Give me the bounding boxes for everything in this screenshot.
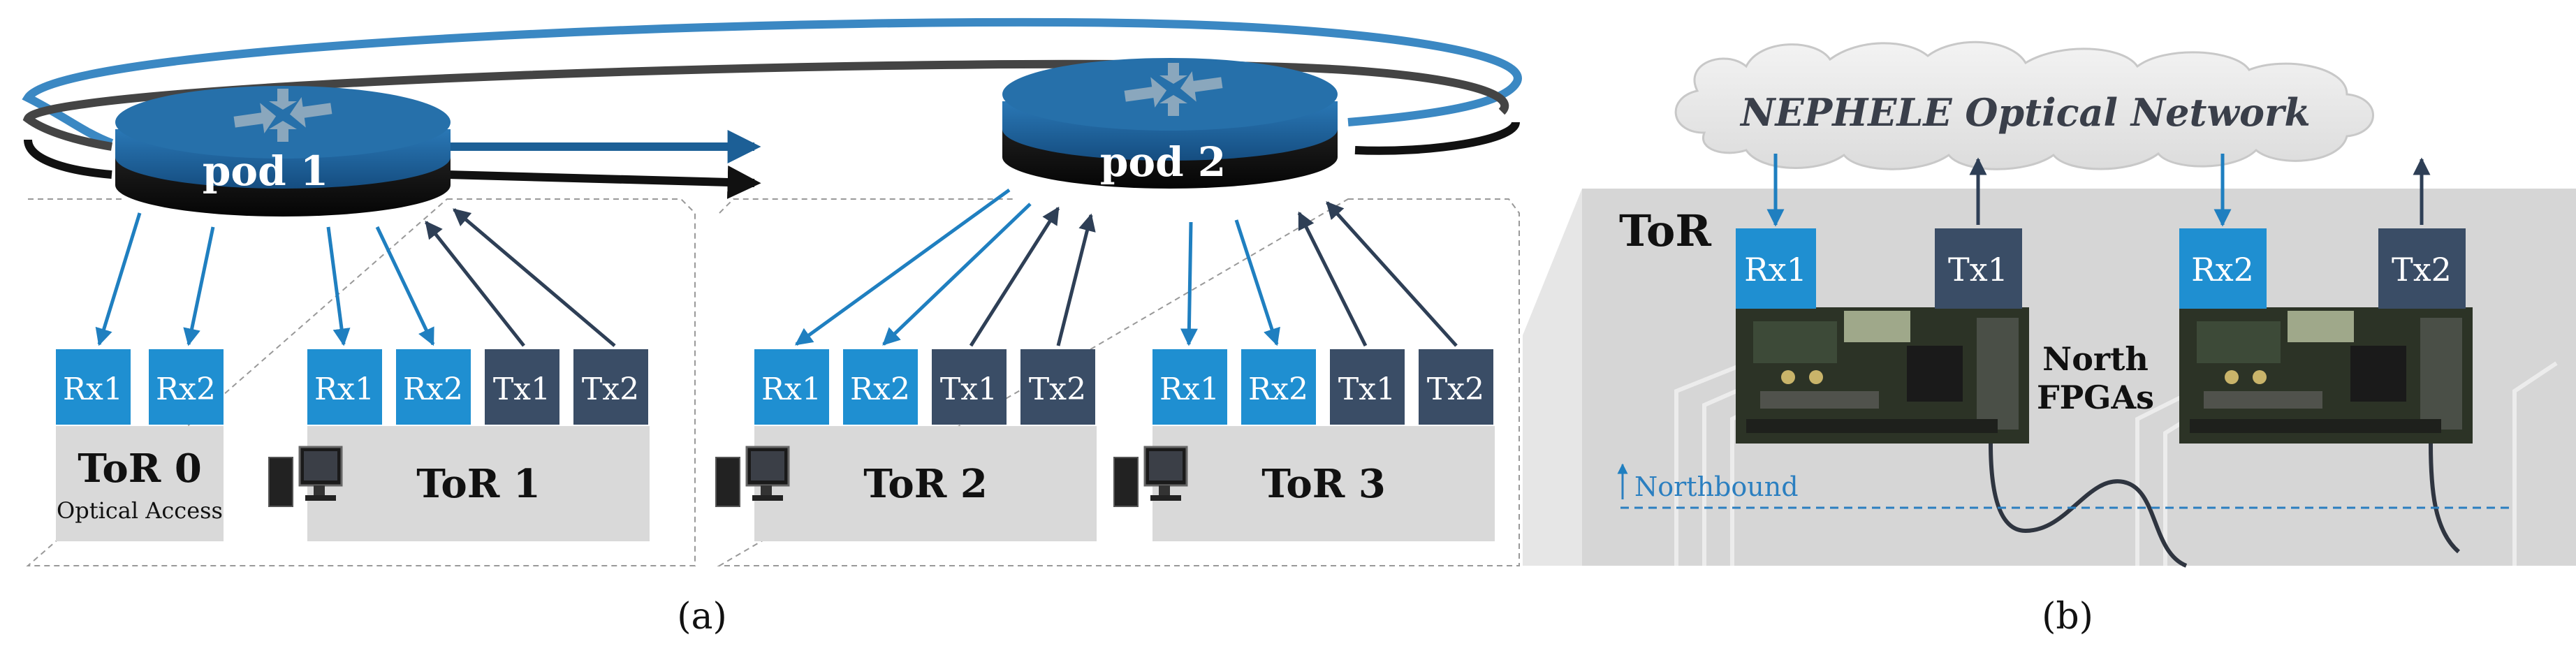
tor2-port-rx1-label: Rx1 [761, 372, 821, 407]
tor2-port-tx2 [1020, 349, 1095, 425]
tor2-port-tx1 [932, 349, 1007, 425]
tor0-port-rx2-label: Rx2 [156, 372, 216, 407]
tor3-port-rx2 [1241, 349, 1316, 425]
link-rx [1234, 219, 1280, 346]
tor0-box [56, 426, 224, 541]
nb-port-tx1 [1935, 228, 2022, 309]
tor3-box [1152, 426, 1495, 541]
link-rx [1180, 221, 1198, 346]
tor1-port-rx2-label: Rx2 [403, 372, 463, 407]
tor1-port-tx2-label: Tx2 [582, 372, 639, 407]
tor1: Rx1 Rx2 Tx1 Tx2 ToR 1 [268, 349, 650, 541]
server-icon [715, 446, 790, 507]
tor3-name: ToR 3 [1261, 461, 1386, 507]
fpga-label-line1: North [2042, 340, 2149, 378]
tor0-name: ToR 0 [78, 446, 202, 492]
link-tx [453, 208, 616, 347]
link-tx [425, 221, 525, 347]
tor3-port-rx1 [1152, 349, 1227, 425]
tor1-port-tx1-label: Tx1 [493, 372, 550, 407]
pod2-switch: pod 2 [1002, 58, 1338, 189]
fpga-board-2 [2179, 307, 2473, 444]
tor3: Rx1 Rx2 Tx1 Tx2 ToR 3 [1113, 349, 1495, 541]
switch-cross-icon [1124, 63, 1223, 116]
fpga-label-line2: FPGAs [2037, 379, 2154, 416]
link-rx [375, 226, 435, 346]
tor1-port-tx2 [573, 349, 648, 425]
cloud-label: NEPHELE Optical Network [1739, 90, 2311, 135]
tor2-name: ToR 2 [863, 461, 988, 507]
pod2-label: pod 2 [1100, 138, 1226, 186]
server-icon [1113, 446, 1188, 507]
link-tx [1326, 201, 1458, 347]
server-icon [268, 446, 343, 507]
link-rx [183, 226, 215, 346]
caption-b: (b) [2042, 596, 2093, 638]
pod1-switch: pod 1 [115, 86, 451, 217]
cloud-icon: NEPHELE Optical Network [1674, 41, 2374, 170]
tor3-port-tx2-label: Tx2 [1427, 372, 1484, 407]
northbound-label: Northbound [1634, 471, 1799, 502]
tor-label: ToR [1619, 205, 1711, 256]
tor1-port-rx2 [396, 349, 471, 425]
link-rx [794, 188, 1011, 346]
nb-port-rx1 [1736, 228, 1816, 309]
ring-arrow-black [446, 165, 761, 199]
cloud-links [1766, 154, 2431, 227]
tor0-port-rx1 [56, 349, 131, 425]
tor1-port-rx1-label: Rx1 [314, 372, 374, 407]
tor2-port-rx2-label: Rx2 [850, 372, 910, 407]
tor3-port-tx2 [1419, 349, 1493, 425]
nb-port-rx2 [2179, 228, 2267, 309]
tor3-port-tx1 [1330, 349, 1405, 425]
nb-port-tx2 [2378, 228, 2466, 309]
pod1-label: pod 1 [203, 147, 328, 195]
tor1-port-tx1 [485, 349, 559, 425]
pod1-links [95, 208, 616, 347]
tor0-port-rx2 [149, 349, 224, 425]
tor0-port-rx1-label: Rx1 [63, 372, 123, 407]
fpga-board-1 [1736, 307, 2029, 444]
pod1-region [26, 198, 696, 566]
tor0: Rx1 Rx2 ToR 0 Optical Access [56, 349, 224, 541]
tor0-sublabel: Optical Access [57, 497, 223, 524]
tor2-port-rx1 [754, 349, 829, 425]
ring-interconnect [22, 17, 1522, 199]
link-rx [882, 203, 1032, 346]
nb-port-tx2-label: Tx2 [2392, 251, 2452, 288]
zoom-wedge [1523, 189, 1582, 566]
caption-a: (a) [677, 596, 727, 638]
nb-port-rx1-label: Rx1 [1744, 251, 1807, 288]
switch-cross-icon [233, 89, 332, 142]
link-tx [969, 206, 1060, 347]
link-tx [1297, 211, 1368, 347]
tor1-port-rx1 [307, 349, 382, 425]
link-tx [1056, 213, 1096, 346]
pod2-links [794, 188, 1458, 347]
tor2-port-tx1-label: Tx1 [940, 372, 997, 407]
nb-port-rx2-label: Rx2 [2191, 251, 2254, 288]
link-rx [95, 212, 142, 346]
panel-a: pod 1 pod 2 Rx1 Rx2 ToR 0 Optical Access [22, 17, 1522, 638]
tor2-port-tx2-label: Tx2 [1029, 372, 1086, 407]
tor2-box [754, 426, 1097, 541]
tor3-port-rx1-label: Rx1 [1159, 372, 1220, 407]
tor3-port-rx2-label: Rx2 [1248, 372, 1308, 407]
tor1-name: ToR 1 [416, 461, 541, 507]
nb-port-tx1-label: Tx1 [1948, 251, 2008, 288]
link-rx [326, 226, 351, 346]
tor2-port-rx2 [843, 349, 918, 425]
tor1-box [307, 426, 650, 541]
panel-b: NEPHELE Optical Network ToR [1523, 41, 2576, 638]
tor3-port-tx1-label: Tx1 [1338, 372, 1396, 407]
tor2: Rx1 Rx2 Tx1 Tx2 ToR 2 [715, 349, 1097, 541]
